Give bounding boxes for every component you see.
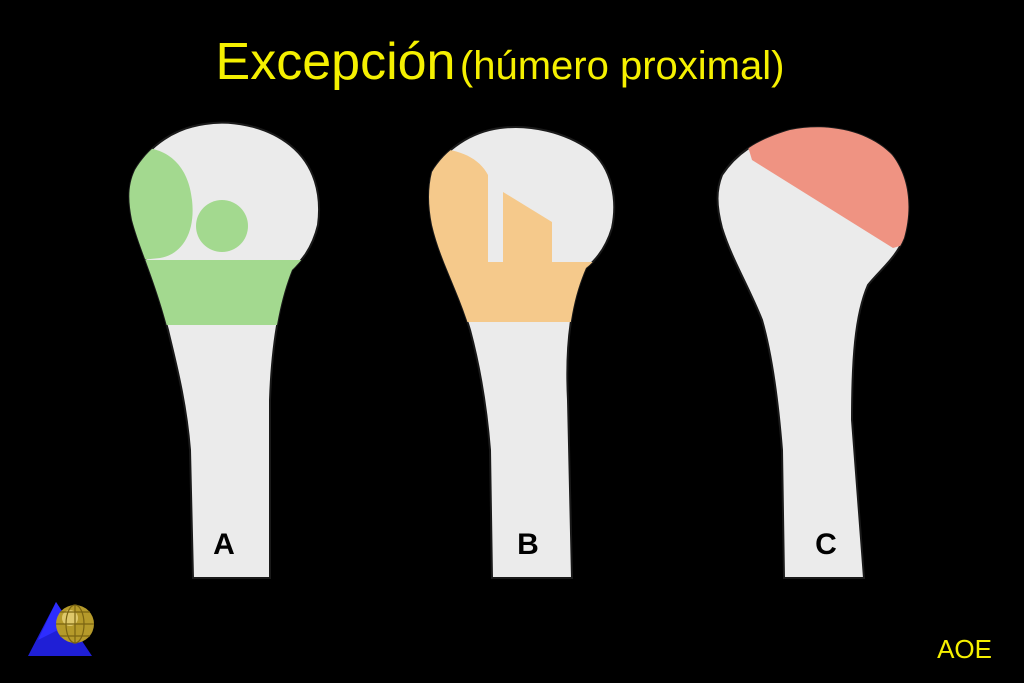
humerus-a [128,121,321,579]
humerus-c [716,126,910,579]
figure-label-c: C [815,528,837,561]
figure-label-b: B [517,528,539,561]
lesser-tuberosity-fragment-a [196,200,248,252]
figure-label-a: A [213,528,235,561]
surgical-neck-zone-a [129,260,320,325]
title-main: Excepción [215,33,456,91]
fracture-zone-b [429,148,615,322]
greater-tuberosity-fragment-a [129,147,193,262]
footer-aoe: AOE [937,634,992,664]
humerus-b [428,126,616,579]
title-subtitle: (húmero proximal) [459,44,785,88]
humeral-head-fragment-c [740,127,909,248]
slide-title: Excepción (húmero proximal) [0,32,1000,92]
aoe-logo-icon [28,602,94,656]
